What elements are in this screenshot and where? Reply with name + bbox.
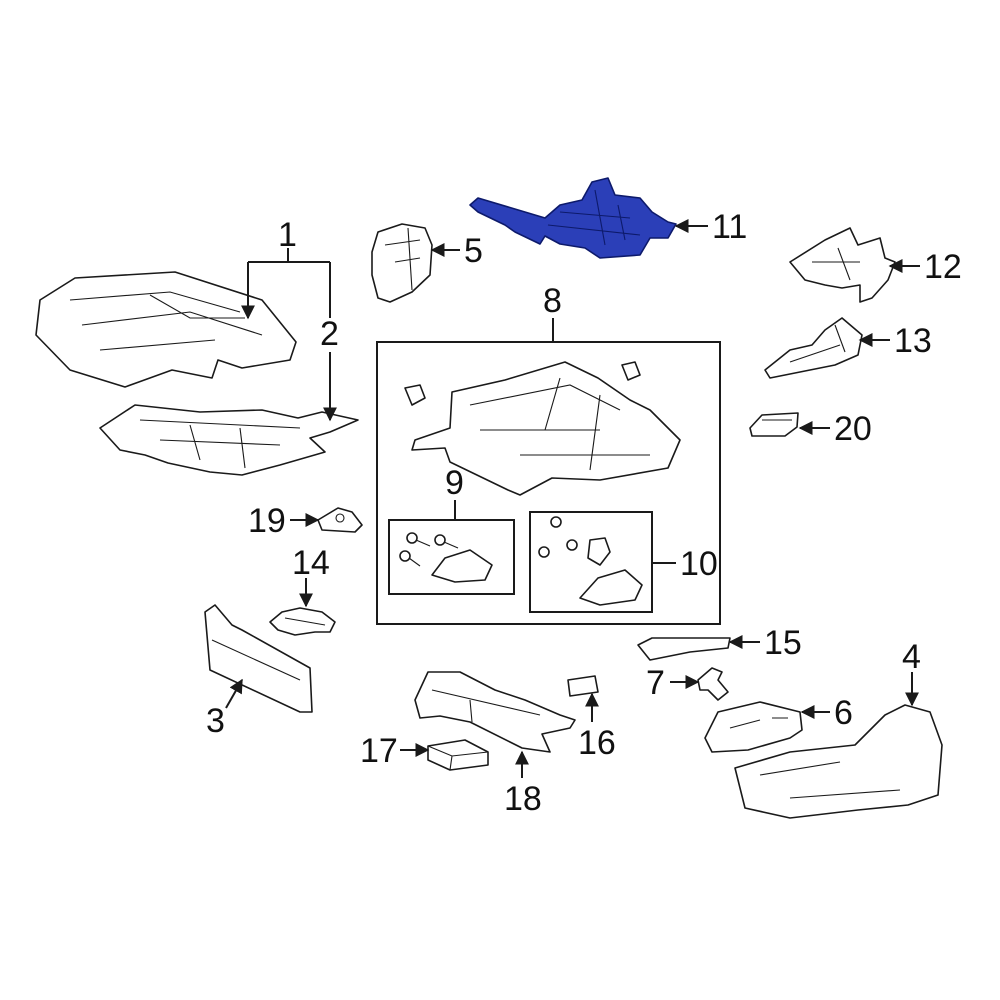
callout-7: 7: [646, 664, 665, 702]
callout-11: 11: [712, 208, 747, 246]
callout-4: 4: [902, 638, 921, 676]
callout-15: 15: [764, 624, 802, 662]
callout-5: 5: [464, 232, 483, 270]
part-17-module[interactable]: [427, 739, 489, 771]
part-20-clip[interactable]: [749, 412, 799, 437]
part-12-bracket[interactable]: [789, 227, 896, 303]
part-19-clip[interactable]: [317, 507, 363, 533]
part-2-cushion-pad[interactable]: [99, 404, 359, 476]
callout-18: 18: [504, 780, 542, 818]
callout-14: 14: [292, 544, 330, 582]
callout-17: 17: [360, 732, 398, 770]
leader-lines: [225, 219, 920, 778]
callout-10: 10: [680, 545, 718, 583]
callout-8: 8: [543, 282, 562, 320]
part-9-box: [388, 519, 515, 595]
callout-1: 1: [278, 216, 297, 254]
part-4-side-cover[interactable]: [734, 704, 943, 819]
part-18-frame-bracket[interactable]: [414, 671, 576, 753]
part-9-bolts-and-bracket[interactable]: [399, 532, 493, 583]
part-8-box: [376, 341, 721, 625]
part-6-switch[interactable]: [704, 701, 803, 753]
callout-16: 16: [578, 724, 616, 762]
part-13-bracket[interactable]: [764, 317, 863, 379]
part-7-bracket[interactable]: [697, 667, 729, 701]
callout-6: 6: [834, 694, 853, 732]
part-1-seat-cushion[interactable]: [35, 271, 297, 388]
callout-20: 20: [834, 410, 872, 448]
callout-labels: 1 2 3 4 5 6 7 8 9 10 11 12 13 14 15 16 1…: [206, 208, 962, 818]
part-14-bracket[interactable]: [269, 607, 336, 636]
part-8-seat-track-assembly[interactable]: [404, 361, 681, 496]
callout-3: 3: [206, 702, 225, 740]
callout-13: 13: [894, 322, 932, 360]
part-11-seat-frame-highlighted[interactable]: [469, 177, 677, 259]
part-16-connector[interactable]: [567, 675, 599, 697]
part-15-rail[interactable]: [637, 637, 731, 661]
callout-19: 19: [248, 502, 286, 540]
part-10-nuts-and-brackets[interactable]: [538, 516, 643, 606]
callout-2: 2: [320, 315, 339, 353]
callout-12: 12: [924, 248, 962, 286]
callout-9: 9: [445, 464, 464, 502]
part-5-bracket[interactable]: [371, 223, 433, 303]
